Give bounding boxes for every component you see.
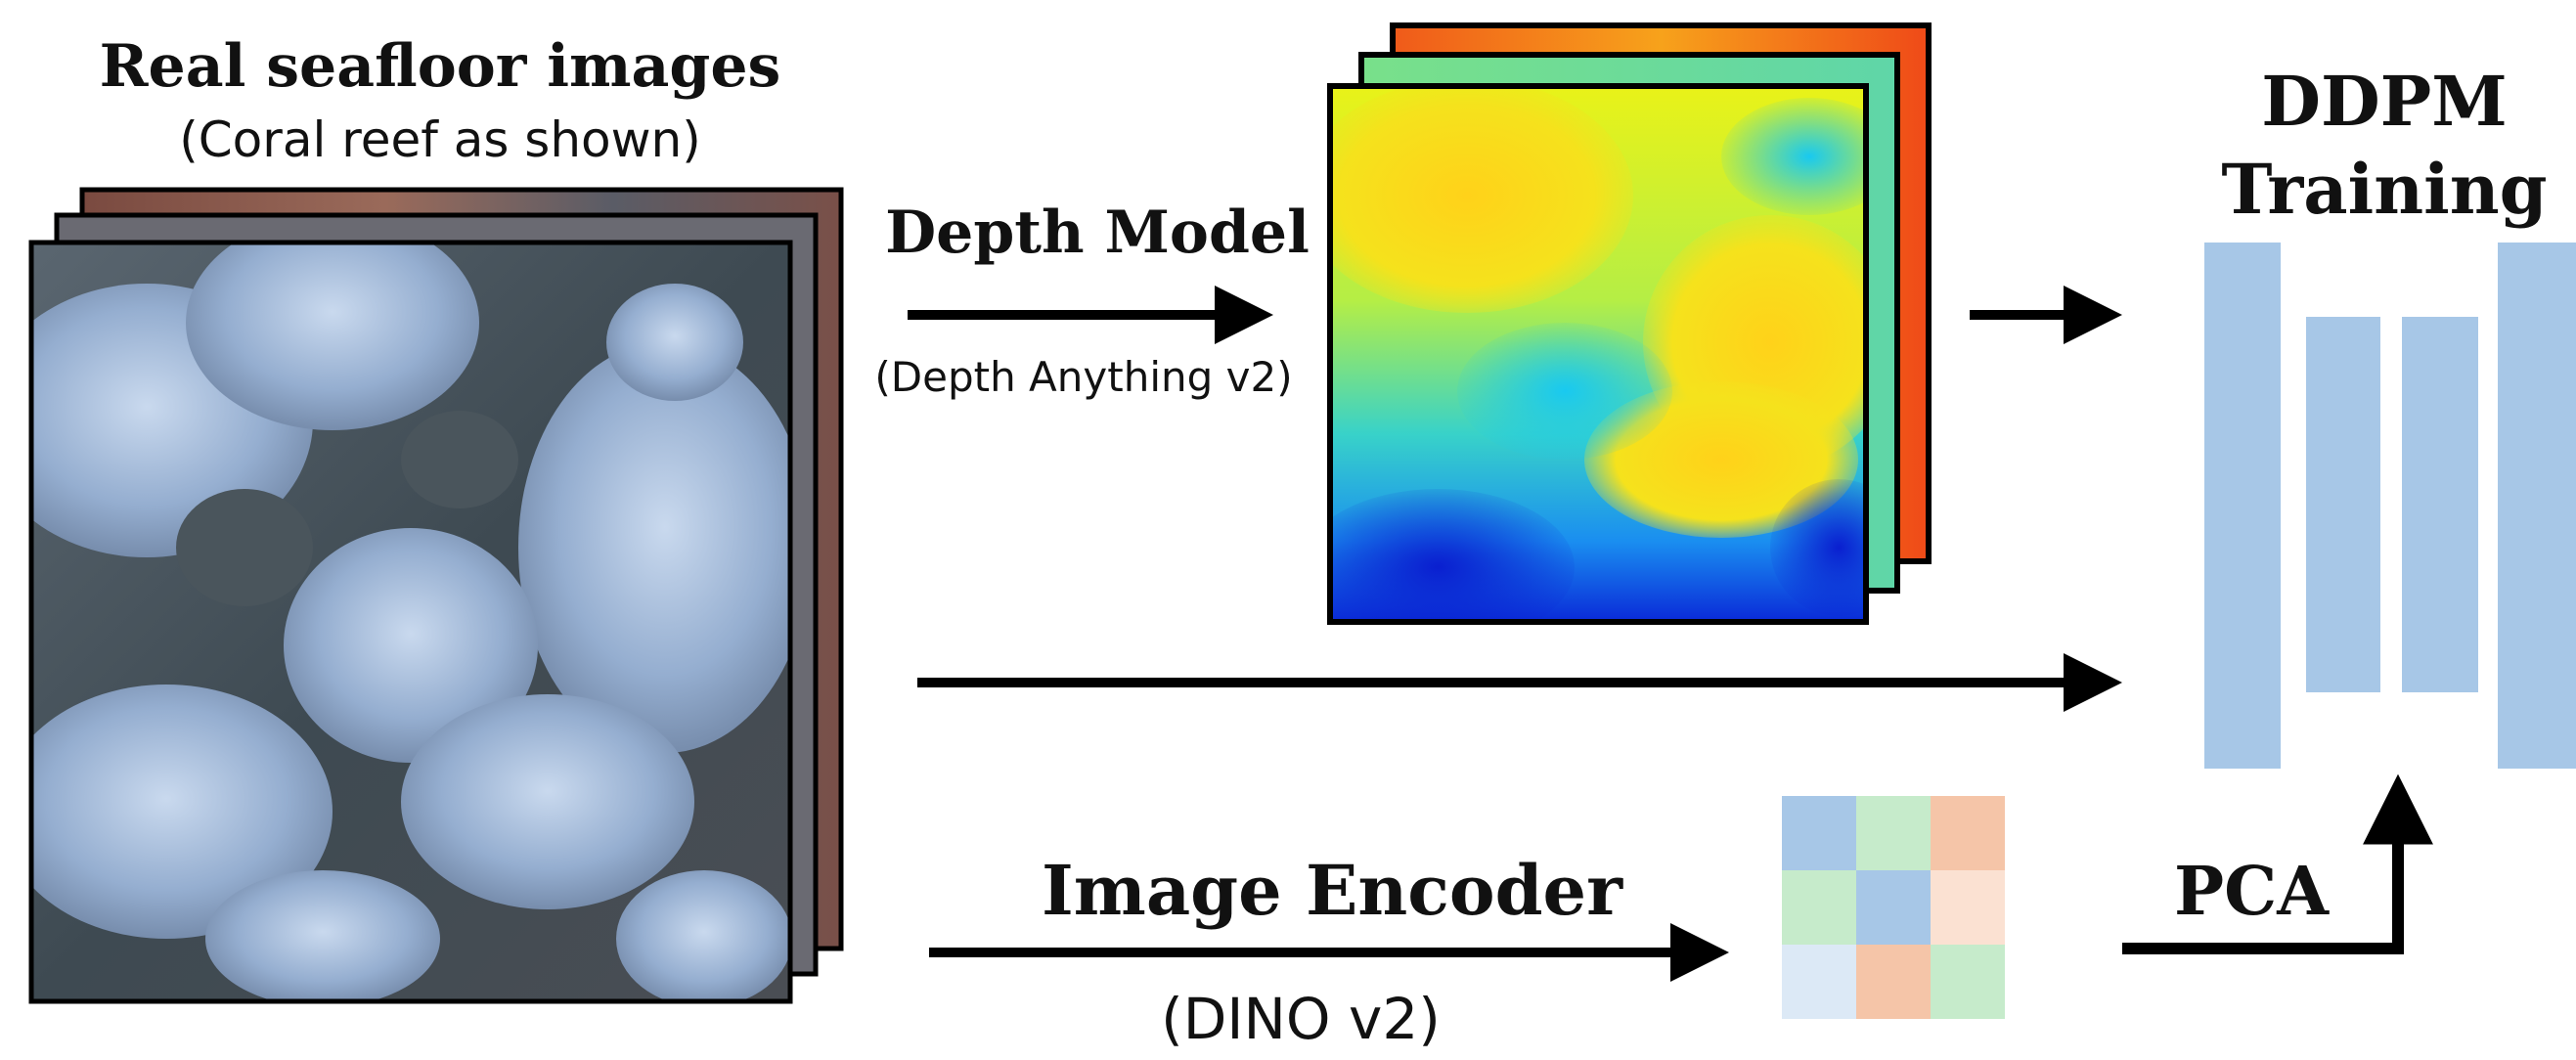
unet-block-right-inner xyxy=(2402,317,2478,692)
unet-diagram xyxy=(2204,243,2576,769)
feature-cell-2-1 xyxy=(1856,945,1931,1019)
feature-cell-0-0 xyxy=(1782,796,1856,870)
seafloor-images-subtitle: (Coral reef as shown) xyxy=(179,111,700,168)
image-encoder-subtitle: (DINO v2) xyxy=(1161,986,1441,1052)
feature-cell-0-1 xyxy=(1856,796,1931,870)
feature-cell-0-2 xyxy=(1931,796,2005,870)
seafloor-image-stack xyxy=(28,187,844,1004)
pca-arrow xyxy=(2122,773,2433,954)
unet-block-left-inner xyxy=(2306,317,2380,692)
ddpm-title-line2: Training xyxy=(2221,149,2547,230)
unet-block-left-outer xyxy=(2204,243,2281,769)
seafloor-images-title: Real seafloor images xyxy=(100,32,781,101)
feature-cell-2-0 xyxy=(1782,945,1856,1019)
feature-cell-1-2 xyxy=(1931,870,2005,945)
feature-grid xyxy=(1782,796,2005,1019)
image-encoder-title: Image Encoder xyxy=(1042,850,1623,931)
feature-cell-1-0 xyxy=(1782,870,1856,945)
seafloor-image-front xyxy=(28,240,793,1004)
ddpm-title-line1: DDPM xyxy=(2261,61,2508,142)
depth-map-stack xyxy=(1327,22,1932,625)
depth-model-title: Depth Model xyxy=(885,199,1310,267)
unet-block-right-outer xyxy=(2498,243,2576,769)
depth-map-front xyxy=(1327,83,1869,625)
depth-model-subtitle: (Depth Anything v2) xyxy=(874,353,1292,401)
feature-cell-2-2 xyxy=(1931,945,2005,1019)
feature-cell-1-1 xyxy=(1856,870,1931,945)
pca-label: PCA xyxy=(2174,853,2330,931)
